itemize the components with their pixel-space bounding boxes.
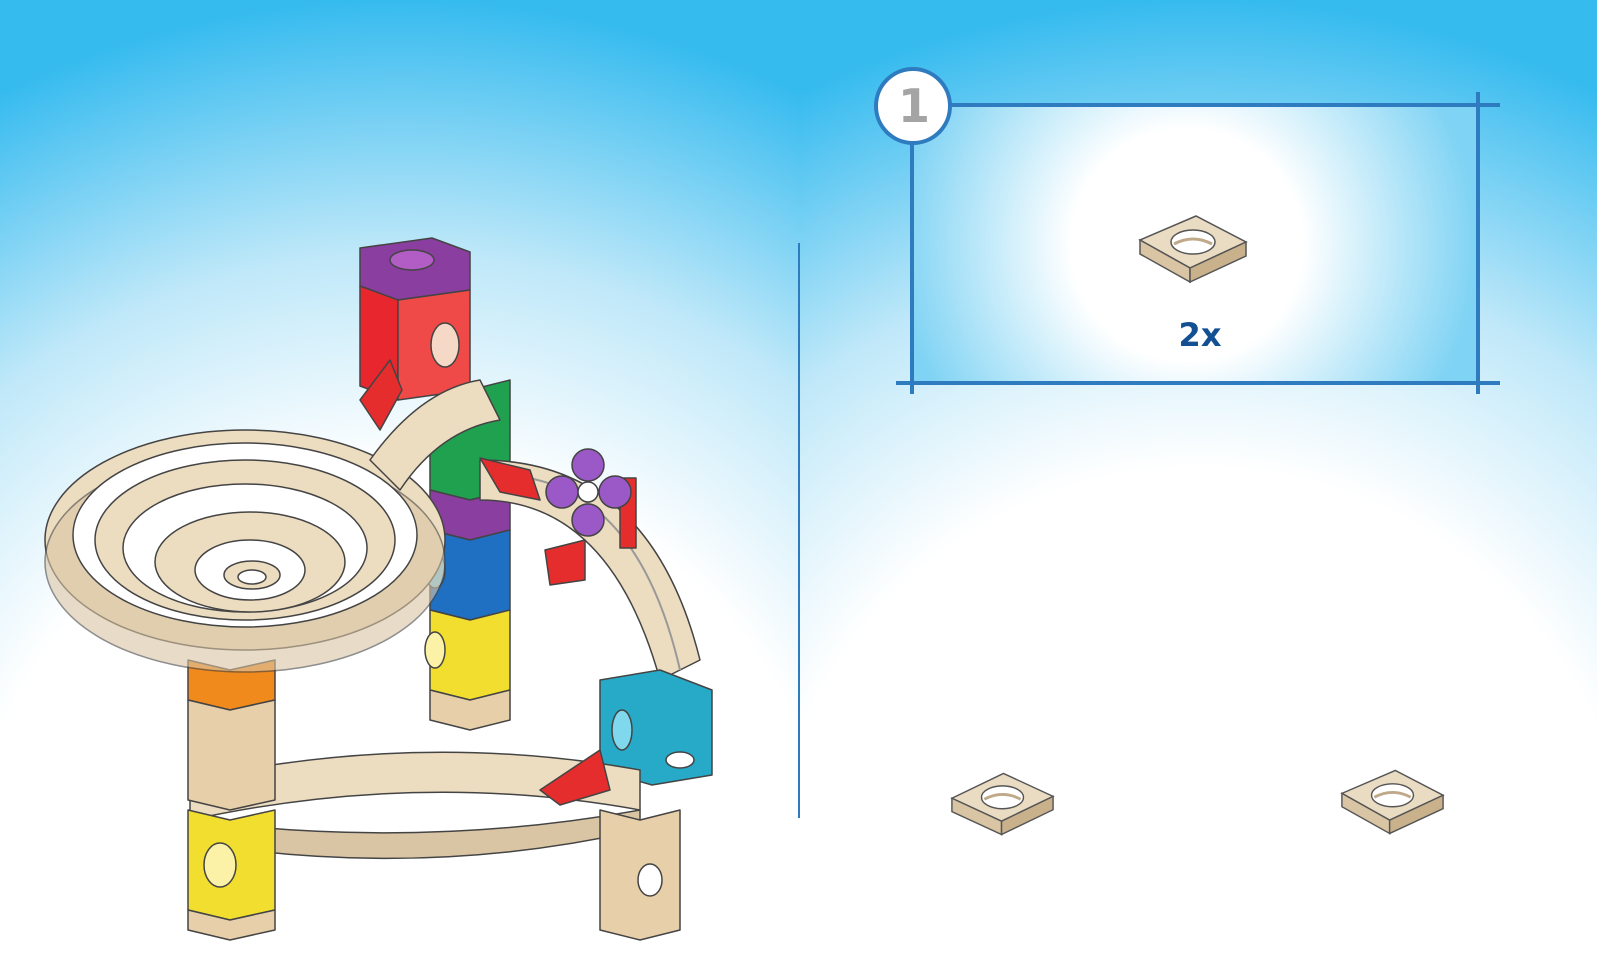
part-quantity: 2x (1130, 316, 1270, 354)
step-number: 1 (875, 67, 953, 145)
marble-run-model-icon (40, 230, 740, 950)
base-tile-icon (950, 768, 1055, 840)
base-tile-icon (1340, 765, 1445, 837)
square-base-tile-icon (1138, 212, 1248, 284)
page-divider (798, 243, 800, 818)
